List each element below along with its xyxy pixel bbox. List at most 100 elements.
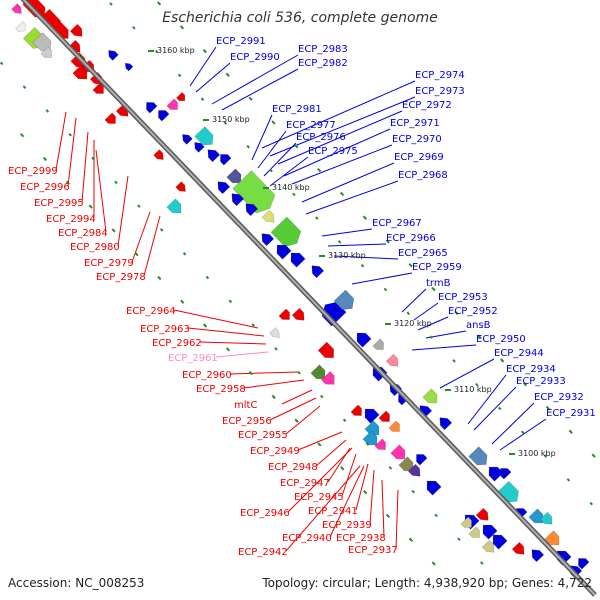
reverse-gene[interactable] <box>273 241 292 260</box>
gene-label[interactable]: ECP_2979 <box>84 258 134 269</box>
gene-label[interactable]: ECP_2982 <box>298 58 348 69</box>
feature-block[interactable] <box>374 438 389 453</box>
reverse-gene[interactable] <box>479 521 498 540</box>
feature-block[interactable] <box>372 338 387 353</box>
feature-block[interactable] <box>270 216 305 251</box>
reverse-gene[interactable] <box>575 555 590 570</box>
gene-label[interactable]: ECP_2946 <box>240 508 290 519</box>
reverse-gene[interactable] <box>180 132 193 145</box>
gene-label[interactable]: ECP_2947 <box>280 478 330 489</box>
feature-block[interactable] <box>321 371 339 389</box>
gene-label[interactable]: ECP_2976 <box>296 132 346 143</box>
reverse-gene[interactable] <box>436 414 453 431</box>
reverse-gene[interactable] <box>242 200 259 217</box>
gene-label[interactable]: ECP_2980 <box>70 242 120 253</box>
forward-gene[interactable] <box>104 112 119 127</box>
feature-block[interactable] <box>261 209 278 226</box>
feature-block[interactable] <box>11 3 25 17</box>
gene-label[interactable]: ECP_2963 <box>140 324 190 335</box>
feature-block[interactable] <box>528 508 547 527</box>
forward-gene[interactable] <box>378 410 393 425</box>
reverse-gene[interactable] <box>155 107 170 122</box>
gene-label[interactable]: ECP_2978 <box>96 272 146 283</box>
reverse-gene[interactable] <box>528 546 545 563</box>
reverse-gene[interactable] <box>287 249 306 268</box>
gene-label[interactable]: ECP_2994 <box>46 214 96 225</box>
feature-block[interactable] <box>388 420 403 435</box>
feature-block[interactable] <box>362 430 381 449</box>
gene-label[interactable]: mltC <box>234 400 257 411</box>
forward-gene[interactable] <box>511 541 528 558</box>
gene-label[interactable]: ECP_2940 <box>282 533 332 544</box>
gene-label[interactable]: ECP_2939 <box>322 520 372 531</box>
gene-label[interactable]: ECP_2932 <box>534 392 584 403</box>
gene-label[interactable]: ECP_2953 <box>438 292 488 303</box>
feature-block[interactable] <box>385 353 402 370</box>
gene-label[interactable]: ECP_2941 <box>308 506 358 517</box>
reverse-gene[interactable] <box>192 140 205 153</box>
gene-label[interactable]: ECP_2934 <box>506 364 556 375</box>
gene-label[interactable]: ECP_2942 <box>238 547 288 558</box>
forward-gene[interactable] <box>175 181 189 195</box>
feature-block[interactable] <box>15 21 29 35</box>
feature-block[interactable] <box>422 388 441 407</box>
reverse-gene[interactable] <box>413 451 428 466</box>
gene-label[interactable]: ansB <box>466 320 491 331</box>
gene-label[interactable]: ECP_2971 <box>390 118 440 129</box>
feature-block[interactable] <box>269 327 283 341</box>
gene-label[interactable]: ECP_2961 <box>168 353 218 364</box>
feature-block[interactable] <box>232 170 279 218</box>
feature-block[interactable] <box>226 168 245 187</box>
feature-block[interactable] <box>390 444 409 463</box>
gene-label[interactable]: ECP_2958 <box>196 384 246 395</box>
gene-label[interactable]: ECP_2962 <box>152 338 202 349</box>
forward-gene[interactable] <box>175 91 187 103</box>
reverse-gene[interactable] <box>489 531 508 550</box>
gene-label[interactable]: ECP_2959 <box>412 262 462 273</box>
reverse-gene[interactable] <box>106 48 119 61</box>
gene-label[interactable]: ECP_2944 <box>494 348 544 359</box>
feature-block[interactable] <box>407 463 424 480</box>
reverse-gene[interactable] <box>361 405 380 424</box>
feature-block[interactable] <box>333 289 358 314</box>
gene-label[interactable]: ECP_2966 <box>386 233 436 244</box>
reverse-gene[interactable] <box>423 477 442 496</box>
gene-label[interactable]: ECP_2968 <box>398 170 448 181</box>
gene-label[interactable]: ECP_2931 <box>546 408 596 419</box>
feature-block[interactable] <box>194 126 218 150</box>
reverse-gene[interactable] <box>217 151 232 166</box>
gene-label[interactable]: ECP_2950 <box>476 334 526 345</box>
forward-gene[interactable] <box>475 507 492 524</box>
gene-label[interactable]: ECP_2952 <box>448 306 498 317</box>
gene-label[interactable]: ECP_2999 <box>8 166 58 177</box>
forward-gene[interactable] <box>350 404 365 419</box>
gene-label[interactable]: ECP_2990 <box>230 52 280 63</box>
gene-label[interactable]: ECP_2991 <box>216 36 266 47</box>
reverse-gene[interactable] <box>308 262 325 279</box>
gene-label[interactable]: trmB <box>426 278 451 289</box>
reverse-gene[interactable] <box>497 465 512 480</box>
gene-label[interactable]: ECP_2967 <box>372 218 422 229</box>
reverse-gene[interactable] <box>353 329 372 348</box>
forward-gene[interactable] <box>317 341 338 362</box>
gene-label[interactable]: ECP_2937 <box>348 545 398 556</box>
gene-label[interactable]: ECP_2933 <box>516 376 566 387</box>
forward-gene[interactable] <box>153 149 167 163</box>
forward-gene[interactable] <box>278 308 293 323</box>
reverse-gene[interactable] <box>204 146 221 163</box>
gene-label[interactable]: ECP_2964 <box>126 306 176 317</box>
reverse-gene[interactable] <box>143 99 158 114</box>
gene-label[interactable]: ECP_2970 <box>392 134 442 145</box>
feature-block[interactable] <box>310 364 329 383</box>
gene-label[interactable]: ECP_2995 <box>34 198 84 209</box>
forward-gene[interactable] <box>69 23 86 40</box>
feature-block[interactable] <box>481 539 498 556</box>
gene-label[interactable]: ECP_2960 <box>182 370 232 381</box>
gene-label[interactable]: ECP_2983 <box>298 44 348 55</box>
feature-block[interactable] <box>166 198 185 217</box>
feature-block[interactable] <box>460 516 475 531</box>
gene-label[interactable]: ECP_2956 <box>222 416 272 427</box>
gene-label[interactable]: ECP_2984 <box>58 228 108 239</box>
gene-label[interactable]: ECP_2974 <box>415 70 465 81</box>
reverse-gene[interactable] <box>123 61 134 72</box>
